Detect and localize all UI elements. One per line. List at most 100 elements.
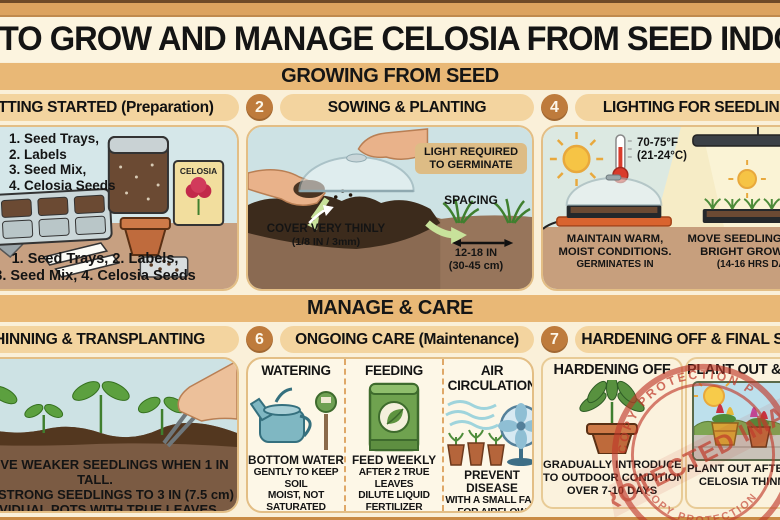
caption-line: MAINTAIN WARM,: [566, 233, 664, 245]
hardening-off-card: HARDENING OFF GRADUALLY INT: [541, 357, 683, 509]
fan-icon: [445, 400, 532, 466]
bottom-border-strip: [0, 517, 780, 520]
seedling-icon: [24, 404, 64, 433]
celosia-seed-packet-icon: CELOSIA: [172, 160, 225, 226]
garden-scene: [692, 381, 780, 461]
sowing-illustration: [248, 127, 532, 289]
ongoing-content: WATERING: [246, 357, 534, 513]
caption-line: CELOSIA THINNING IS: [698, 475, 780, 488]
feeding-column: FEEDING: [344, 359, 442, 511]
caption-line: BOTTOM WATER: [248, 453, 344, 467]
sowing-content: LIGHT REQUIRED TO GERMINATE SPACING COVE…: [246, 125, 534, 291]
getting-started-content: CELOSIA: [0, 125, 239, 291]
plant-out-heading: PLANT OUT & ENJOY: [687, 362, 780, 378]
temp-line: 70-75°F: [637, 137, 679, 149]
tag-line: TO GERMINATE: [429, 158, 513, 171]
caption-line: BRIGHT GROW LIGHT: [700, 245, 780, 258]
section-growing-from-seed: GROWING FROM SEED: [0, 63, 780, 90]
caption-line: 12-18 IN: [454, 247, 498, 259]
seedling-icon: [72, 381, 130, 433]
hand-lifting-dome-icon: [357, 128, 429, 160]
caption-line: DILUTE LIQUID FERTILIZER: [358, 490, 430, 513]
caption-line: COVER VERY THINLY: [266, 223, 386, 235]
panel-title-ongoing: ONGOING CARE (Maintenance): [280, 326, 534, 353]
move-seedlings-caption: MOVE SEEDLINGS UNDER BRIGHT GROW LIGHT (…: [685, 233, 780, 271]
caption-line: FOR AIRFLOW: [457, 506, 527, 513]
caption-line: OVER 7-10 DAYS: [566, 484, 658, 497]
row-manage: THINNING & TRANSPLANTING: [0, 322, 780, 513]
caption-line: AFTER 2 TRUE LEAVES: [358, 467, 430, 490]
feeding-caption: FEED WEEKLY AFTER 2 TRUE LEAVES DILUTE L…: [346, 453, 442, 513]
panel-title-getting-started: GETTING STARTED (Preparation): [0, 94, 239, 121]
watering-caption: BOTTOM WATER GENTLY TO KEEP SOIL MOIST, …: [248, 453, 344, 513]
caption-line: TO OUTDOOR CONDITIONS: [543, 471, 683, 484]
sun-icon: [549, 132, 604, 186]
hardening-off-caption: GRADUALLY INTRODUCE TO OUTDOOR CONDITION…: [543, 459, 681, 497]
step-badge-2: 2: [246, 94, 273, 121]
cover-thinly-caption: COVER VERY THINLY (1/8 IN / 3mm): [264, 223, 388, 248]
panel-thinning: THINNING & TRANSPLANTING: [0, 326, 239, 513]
panel-title-hardening: HARDENING OFF & FINAL STEPS: [575, 326, 780, 353]
panel-sowing-planting: 2 SOWING & PLANTING: [246, 94, 534, 291]
panel-getting-started: GETTING STARTED (Preparation): [0, 94, 239, 291]
step-badge-7: 7: [541, 326, 568, 353]
humidity-dome-icon: [298, 153, 415, 193]
panel-ongoing-header: 6 ONGOING CARE (Maintenance): [246, 326, 534, 353]
panel-ongoing-care: 6 ONGOING CARE (Maintenance) WATERING: [246, 326, 534, 513]
caption-line: GENTLY TO KEEP SOIL: [253, 467, 339, 490]
plant-out-caption: PLANT OUT AFTER ALL FROST CELOSIA THINNI…: [687, 463, 780, 489]
caption-line: (1/8 IN / 3mm): [291, 235, 361, 248]
caption-line: INDIVIDUAL POTS WITH TRUE LEAVES: [0, 502, 217, 513]
hardening-off-heading: HARDENING OFF: [553, 362, 671, 378]
hardening-content: HARDENING OFF GRADUALLY INT: [541, 357, 780, 509]
panel-title-sowing: SOWING & PLANTING: [280, 94, 534, 121]
caption-line: MOVE STRONG SEEDLINGS TO 3 IN (7.5 cm): [0, 487, 234, 502]
caption-line: GERMINATES IN: [576, 258, 654, 270]
caption-line: MOVE SEEDLINGS UNDER: [687, 233, 780, 245]
caption-line: (30-45 cm): [448, 259, 504, 272]
spacing-arrow-icon: [452, 239, 514, 247]
seedling-icon: [0, 385, 18, 405]
lighting-content: 70-75°F (21-24°C) MAINTAIN WARM, MOIST C…: [541, 125, 780, 291]
light-required-tag: LIGHT REQUIRED TO GERMINATE: [415, 143, 527, 174]
caption-line: MOIST, NOT SATURATED: [266, 490, 326, 513]
feeding-heading: FEEDING: [365, 363, 423, 378]
caption-line: 3. Seed Mix, 4. Celosia Seeds: [0, 267, 196, 284]
seedling-clump-icon: [493, 198, 531, 224]
spacing-distance: 12-18 IN (30-45 cm): [434, 247, 518, 272]
seeds-dish-icon: [139, 256, 189, 278]
caption-line: GRADUALLY INTRODUCE: [543, 459, 682, 471]
caption-line: MOIST CONDITIONS.: [558, 245, 672, 258]
step-badge-4: 4: [541, 94, 568, 121]
caption-line: WITH A SMALL FAN: [445, 495, 534, 506]
list-item: 1. Seed Trays,: [9, 131, 100, 146]
tag-line: LIGHT REQUIRED: [423, 146, 519, 158]
caption-line: FEED WEEKLY: [351, 453, 437, 467]
row-growing: GETTING STARTED (Preparation): [0, 90, 780, 291]
panel-title-thinning: THINNING & TRANSPLANTING: [0, 326, 239, 353]
air-circulation-column: AIR CIRCULATION: [442, 359, 534, 513]
getting-started-illustration: CELOSIA: [0, 127, 237, 289]
top-border-strip: [0, 0, 780, 17]
grow-light-icon: [692, 127, 780, 147]
panel-sowing-header: 2 SOWING & PLANTING: [246, 94, 534, 121]
panel-getting-started-header: GETTING STARTED (Preparation): [0, 94, 239, 121]
seedling-clump-icon: [442, 198, 480, 224]
caption-line: REMOVE WEAKER SEEDLINGS WHEN 1 IN TALL.: [0, 457, 229, 487]
fertilizer-bag-icon: [368, 382, 420, 452]
air-caption: PREVENT DISEASE WITH A SMALL FAN FOR AIR…: [444, 469, 534, 513]
panel-lighting-header: 4 LIGHTING FOR SEEDLINGS: [541, 94, 780, 121]
caption-line: 1. Seed Trays, 2. Labels,: [11, 251, 179, 267]
air-heading: AIR CIRCULATION: [447, 363, 534, 393]
thinning-illustration: [0, 359, 237, 511]
potted-seedlings-icon: [447, 429, 505, 466]
potted-plant-icon: [579, 380, 645, 454]
seedling-tray-icon: [702, 198, 780, 223]
airflow-icon: [445, 400, 499, 430]
list-item: 4. Celosia Seeds: [9, 177, 116, 193]
page-title: HOW TO GROW AND MANAGE CELOSIA FROM SEED…: [0, 20, 780, 58]
lighting-illustration: [543, 127, 780, 289]
caption-line: (14-16 HRS DAILY): [716, 258, 780, 270]
panel-hardening: 7 HARDENING OFF & FINAL STEPS HARDENING …: [541, 326, 780, 513]
